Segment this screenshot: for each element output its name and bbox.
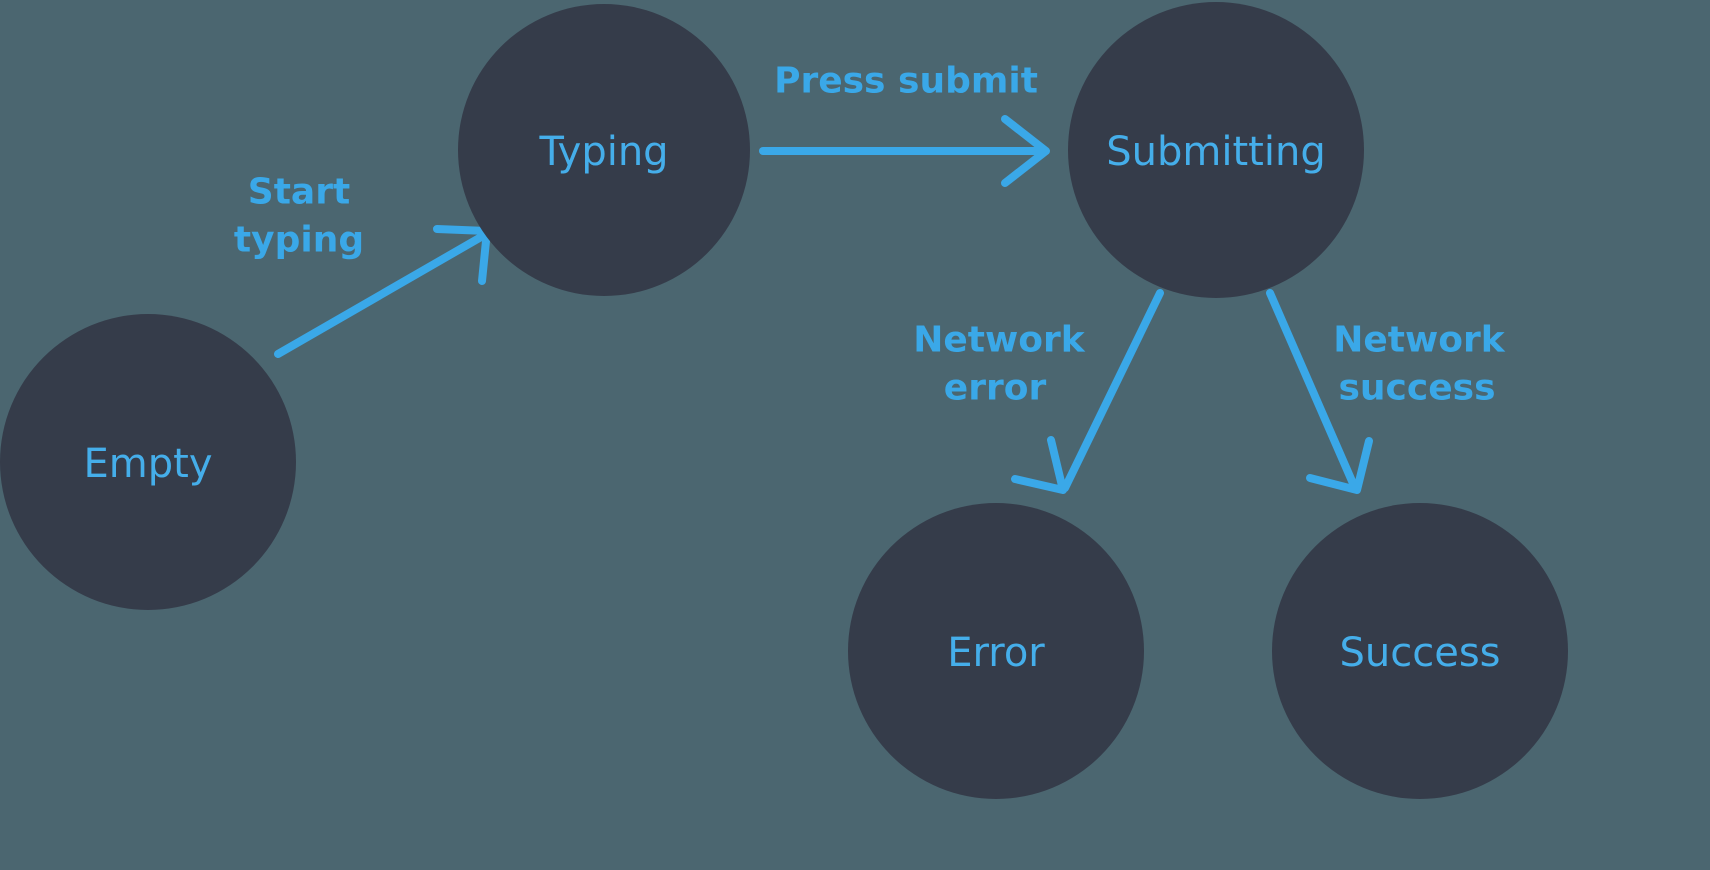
state-label-typing: Typing	[538, 129, 668, 175]
transition-label-network-error: Network error	[913, 320, 1085, 409]
network-success-arrow-line	[1266, 289, 1359, 492]
state-circle-submitting[interactable]	[1068, 2, 1364, 298]
start-typing-label-line-2: typing	[234, 220, 364, 261]
state-label-success: Success	[1339, 630, 1500, 676]
state-circle-typing[interactable]	[458, 4, 750, 296]
network-success-label-line-2: success	[1338, 368, 1495, 409]
start-typing-label-line-1: Start	[248, 172, 350, 213]
state-node-error[interactable]: Error	[848, 503, 1144, 799]
transition-network-success	[1266, 289, 1373, 494]
transition-press-submit	[759, 115, 1050, 187]
network-error-arrow-head	[1011, 436, 1067, 494]
transition-label-press-submit: Press submit	[774, 61, 1038, 102]
press-submit-arrow-head	[1001, 115, 1050, 187]
network-error-label-line-2: error	[944, 368, 1047, 409]
network-error-label-line-1: Network	[913, 320, 1085, 361]
state-label-submitting: Submitting	[1106, 129, 1325, 175]
state-node-empty[interactable]: Empty	[0, 314, 296, 610]
start-typing-arrow-line	[274, 229, 492, 358]
state-circle-success[interactable]	[1272, 503, 1568, 799]
state-node-submitting[interactable]: Submitting	[1068, 2, 1364, 298]
state-circle-empty[interactable]	[0, 314, 296, 610]
state-circle-error[interactable]	[848, 503, 1144, 799]
transition-label-network-success: Network success	[1333, 320, 1505, 409]
transition-label-start-typing: Start typing	[234, 172, 364, 261]
state-node-success[interactable]: Success	[1272, 503, 1568, 799]
network-success-arrow-head	[1306, 437, 1373, 494]
press-submit-label-line-1: Press submit	[774, 61, 1038, 102]
state-label-error: Error	[947, 630, 1045, 676]
transition-network-error	[1011, 289, 1164, 494]
network-error-arrow-line	[1061, 289, 1164, 492]
network-success-label-line-1: Network	[1333, 320, 1505, 361]
state-label-empty: Empty	[84, 441, 213, 487]
state-node-typing[interactable]: Typing	[458, 4, 750, 296]
